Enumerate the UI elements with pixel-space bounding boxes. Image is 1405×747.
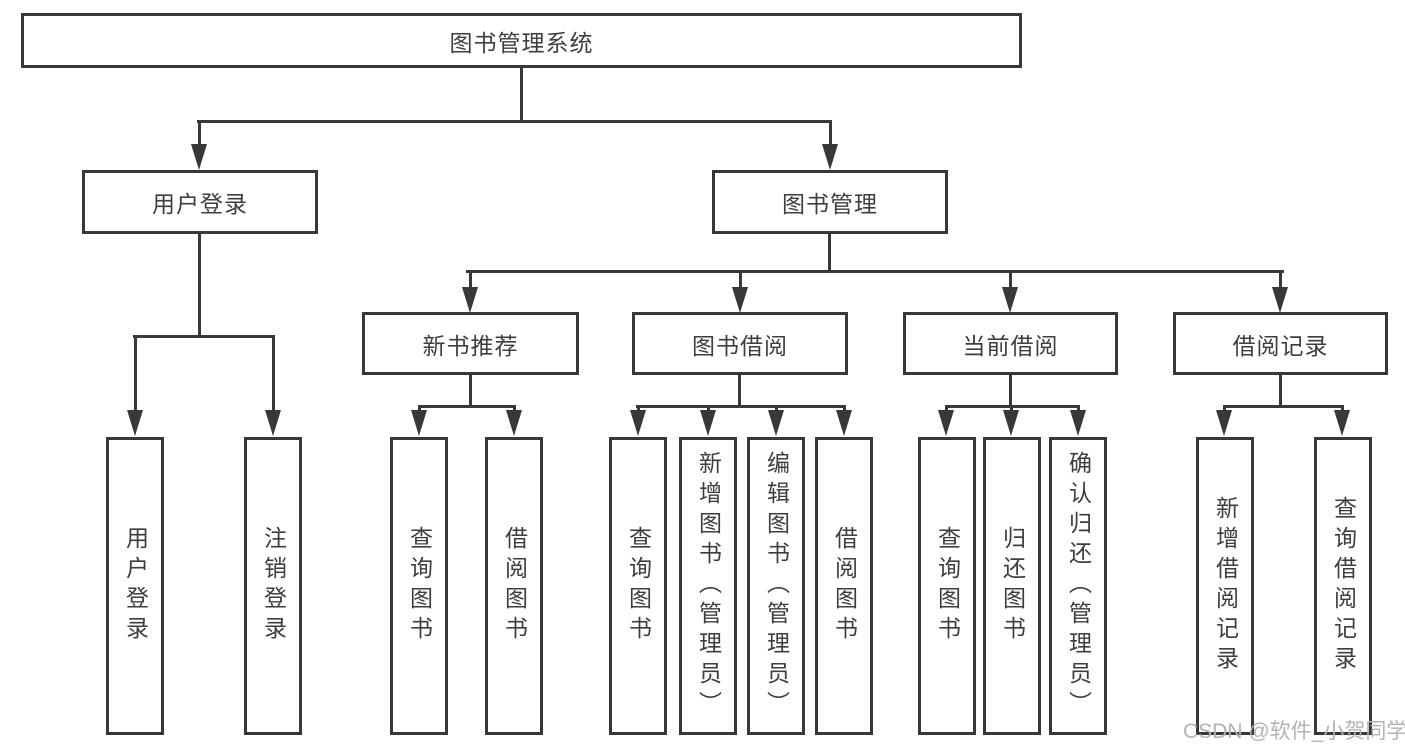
arrow-down-icon: [1003, 405, 1019, 436]
arrow-down-icon: [1272, 270, 1288, 313]
connector-mgmt-stem: [828, 232, 831, 273]
node-current-confirm-return-admin: 确认归还（管理员）: [1049, 437, 1107, 735]
arrow-down-icon: [768, 405, 784, 436]
arrow-down-icon: [462, 270, 478, 313]
node-logout-login: 注销登录: [244, 437, 302, 735]
connector-recommend-stem: [469, 373, 472, 408]
node-book-management: 图书管理: [712, 170, 948, 234]
node-current-return-books-label: 归还图书: [999, 526, 1026, 646]
connector-root-branch: [197, 120, 832, 123]
node-logout-login-label: 注销登录: [260, 526, 287, 646]
connector-borrowing-branch: [636, 405, 845, 408]
node-recommend-borrow-books-label: 借阅图书: [501, 526, 528, 646]
arrow-down-icon: [836, 405, 852, 436]
arrow-down-icon: [1070, 405, 1086, 436]
connector-records-stem: [1279, 373, 1282, 408]
connector-current-stem: [1009, 373, 1012, 408]
arrow-down-icon: [630, 405, 646, 436]
arrow-down-icon: [411, 405, 427, 436]
node-records-add-record: 新增借阅记录: [1196, 437, 1254, 735]
node-records-query-record: 查询借阅记录: [1314, 437, 1372, 735]
node-borrowing-add-books-admin-label: 新增图书（管理员）: [695, 451, 722, 721]
node-book-management-label: 图书管理: [782, 191, 878, 217]
node-current-return-books: 归还图书: [983, 437, 1041, 735]
node-borrowing-borrow-books-label: 借阅图书: [831, 526, 858, 646]
connector-borrowing-stem: [738, 373, 741, 408]
node-user-login: 用户登录: [82, 170, 318, 234]
arrow-down-icon: [822, 120, 838, 170]
arrow-down-icon: [1334, 405, 1350, 436]
connector-root-stem: [520, 66, 523, 123]
node-book-borrowing-label: 图书借阅: [692, 332, 788, 359]
arrow-down-icon: [1216, 405, 1232, 436]
node-borrowing-edit-books-admin-label: 编辑图书（管理员）: [763, 451, 790, 721]
node-user-login-leaf: 用户登录: [106, 437, 164, 735]
node-borrowing-query-books-label: 查询图书: [625, 526, 652, 646]
arrow-down-icon: [732, 270, 748, 313]
node-records-query-record-label: 查询借阅记录: [1330, 496, 1357, 676]
node-current-borrowing: 当前借阅: [903, 312, 1118, 375]
node-current-borrowing-label: 当前借阅: [962, 332, 1059, 359]
node-recommend-query-books-label: 查询图书: [406, 526, 433, 646]
node-new-book-recommend-label: 新书推荐: [422, 332, 519, 359]
connector-login-stem: [198, 232, 201, 338]
node-user-login-label: 用户登录: [152, 191, 248, 217]
node-borrowing-records: 借阅记录: [1173, 312, 1388, 375]
node-root: 图书管理系统: [21, 13, 1022, 68]
node-current-query-books: 查询图书: [918, 437, 976, 735]
arrow-down-icon: [265, 335, 281, 436]
node-borrowing-edit-books-admin: 编辑图书（管理员）: [747, 437, 805, 735]
arrow-down-icon: [938, 405, 954, 436]
node-current-query-books-label: 查询图书: [934, 526, 961, 646]
arrow-down-icon: [1002, 270, 1018, 313]
node-new-book-recommend: 新书推荐: [362, 312, 579, 375]
connector-login-branch: [133, 335, 274, 338]
node-borrowing-add-books-admin: 新增图书（管理员）: [679, 437, 737, 735]
node-current-confirm-return-admin-label: 确认归还（管理员）: [1065, 451, 1092, 721]
node-user-login-leaf-label: 用户登录: [122, 526, 149, 646]
node-root-label: 图书管理系统: [449, 29, 594, 56]
connector-mgmt-branch: [466, 270, 1284, 273]
arrow-down-icon: [506, 405, 522, 436]
arrow-down-icon: [127, 335, 143, 436]
node-book-borrowing: 图书借阅: [632, 312, 848, 375]
node-borrowing-records-label: 借阅记录: [1232, 332, 1329, 359]
node-records-add-record-label: 新增借阅记录: [1212, 496, 1239, 676]
node-recommend-query-books: 查询图书: [390, 437, 448, 735]
connector-recommend-branch: [418, 405, 515, 408]
arrow-down-icon: [191, 120, 207, 170]
node-borrowing-query-books: 查询图书: [609, 437, 667, 735]
arrow-down-icon: [700, 405, 716, 436]
node-borrowing-borrow-books: 借阅图书: [815, 437, 873, 735]
node-recommend-borrow-books: 借阅图书: [485, 437, 543, 735]
csdn-watermark: CSDN @软件_小贺同学: [1183, 720, 1405, 743]
connector-records-branch: [1223, 405, 1344, 408]
